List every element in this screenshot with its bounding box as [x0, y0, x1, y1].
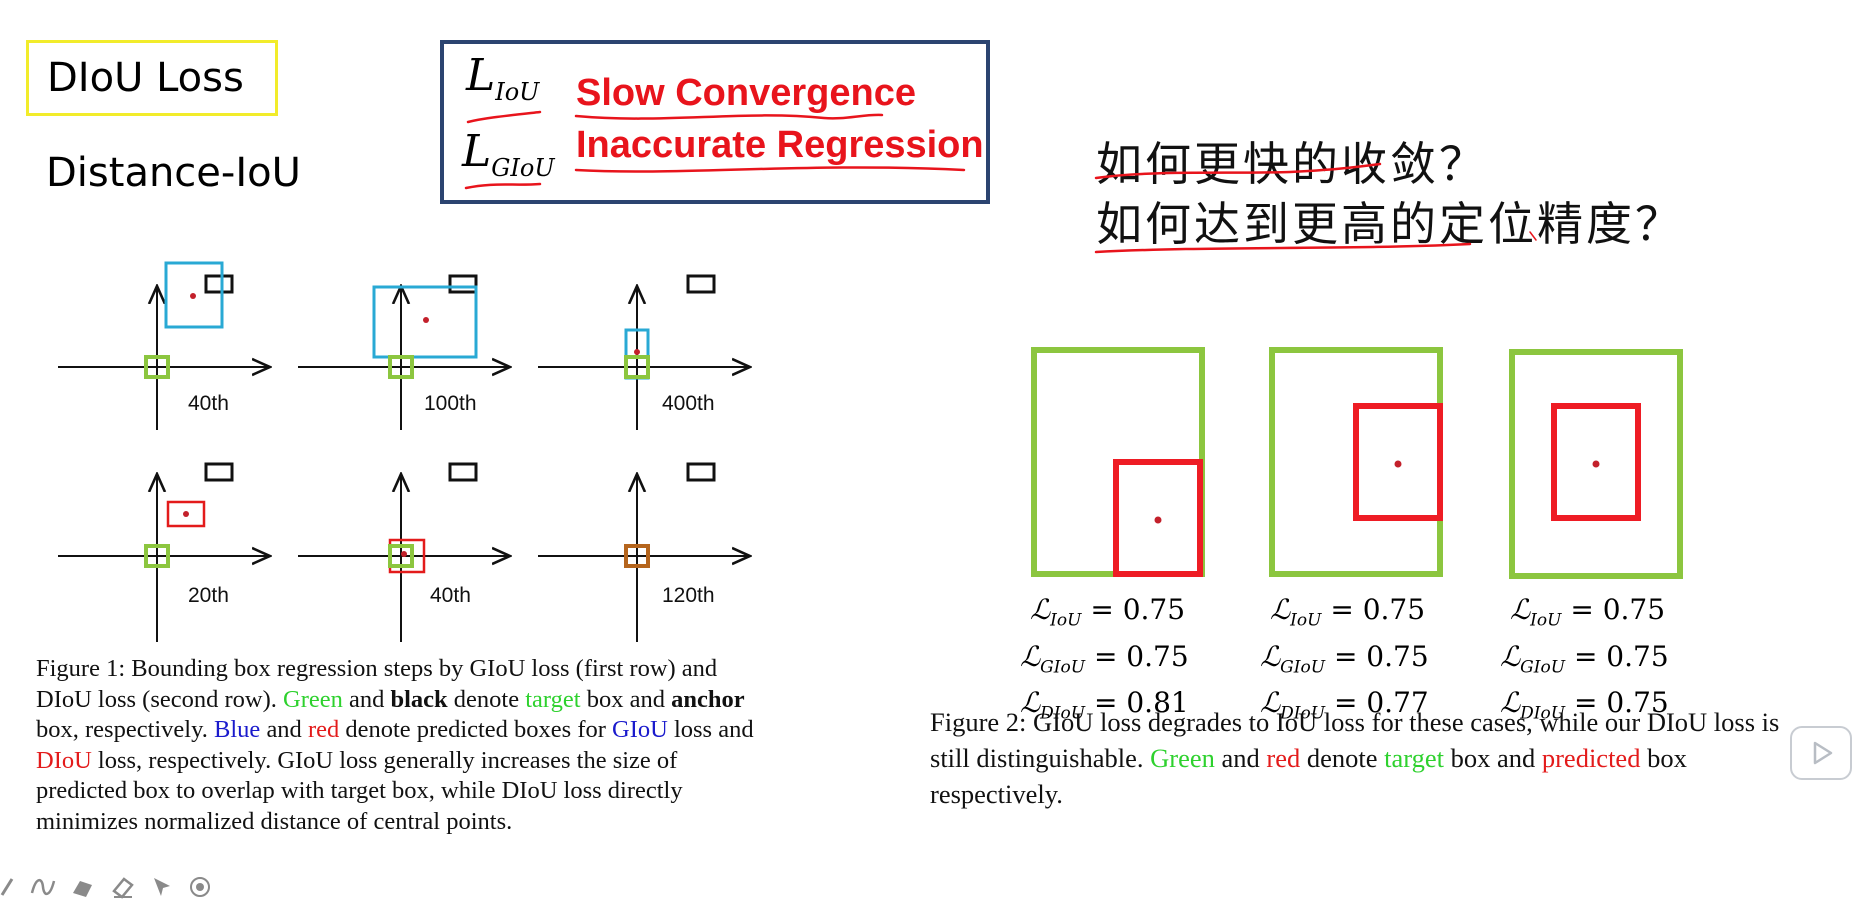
anchor-box — [204, 462, 234, 482]
step-label: 400th — [662, 392, 715, 415]
slow-convergence-label: Slow Convergence — [576, 72, 916, 114]
red-underline-strokes — [464, 110, 966, 190]
inaccurate-regression-label: Inaccurate Regression — [576, 124, 984, 166]
target-box — [1509, 349, 1683, 579]
target-box — [144, 355, 170, 379]
l-iou-symbol: LIoU — [466, 50, 540, 106]
fig1-panel-r2c2 — [298, 476, 508, 642]
figure1-caption: Figure 1: Bounding box regression steps … — [36, 655, 754, 835]
laser-icon[interactable] — [188, 875, 212, 899]
eraser-icon[interactable] — [110, 875, 136, 899]
anchor-box — [686, 274, 716, 294]
curve-icon[interactable] — [30, 875, 56, 899]
loss-problem-box: LIoU LGIoU Slow Convergence Inaccurate R… — [440, 40, 990, 204]
slide-subtitle: Distance-IoU — [46, 150, 301, 196]
predicted-box — [1551, 403, 1641, 521]
title-box: DIoU Loss — [26, 40, 278, 116]
slide-title: DIoU Loss — [47, 55, 244, 101]
step-label: 20th — [188, 584, 229, 607]
anchor-box — [204, 274, 234, 294]
question-underlines — [1094, 162, 1537, 254]
question-higher-precision: 如何达到更高的定位精度？ — [1096, 197, 1684, 251]
highlighter-icon[interactable] — [70, 875, 96, 899]
target-box — [388, 544, 414, 568]
target-box — [624, 544, 650, 568]
step-label: 120th — [662, 584, 715, 607]
figure1-diagram — [58, 261, 760, 642]
anchor-box — [448, 462, 478, 482]
annotation-toolbar — [0, 872, 212, 902]
pen-icon[interactable] — [0, 875, 16, 899]
diou-pred-box — [166, 500, 206, 528]
step-label: 100th — [424, 392, 477, 415]
fig2-values-panel2: ℒIoU = 0.75 ℒGIoU = 0.75 ℒDIoU = 0.77 — [1260, 593, 1429, 724]
anchor-box — [448, 274, 478, 294]
question-faster-convergence: 如何更快的收敛？ — [1096, 137, 1488, 191]
play-button[interactable] — [1790, 726, 1852, 780]
play-icon — [1813, 741, 1833, 765]
pointer-icon[interactable] — [150, 875, 174, 899]
l-giou-symbol: LGIoU — [462, 126, 555, 182]
giou-pred-box — [164, 261, 224, 329]
fig1-panel-r2c1 — [58, 476, 268, 642]
figure2-diagram — [1031, 347, 1683, 579]
step-label: 40th — [188, 392, 229, 415]
giou-pred-box — [372, 285, 478, 359]
fig2-values-panel1: ℒIoU = 0.75 ℒGIoU = 0.75 ℒDIoU = 0.81 — [1020, 593, 1189, 724]
predicted-box — [1113, 459, 1203, 577]
step-label: 40th — [430, 584, 471, 607]
figure2-caption: Figure 2: GIoU loss degrades to IoU loss… — [930, 707, 1780, 809]
target-box — [144, 544, 170, 568]
target-box — [624, 355, 650, 379]
fig1-panel-r2c3 — [538, 476, 748, 642]
fig2-values-panel3: ℒIoU = 0.75 ℒGIoU = 0.75 ℒDIoU = 0.75 — [1500, 593, 1669, 724]
anchor-box — [686, 462, 716, 482]
predicted-box — [1353, 403, 1443, 521]
target-box — [388, 355, 414, 379]
